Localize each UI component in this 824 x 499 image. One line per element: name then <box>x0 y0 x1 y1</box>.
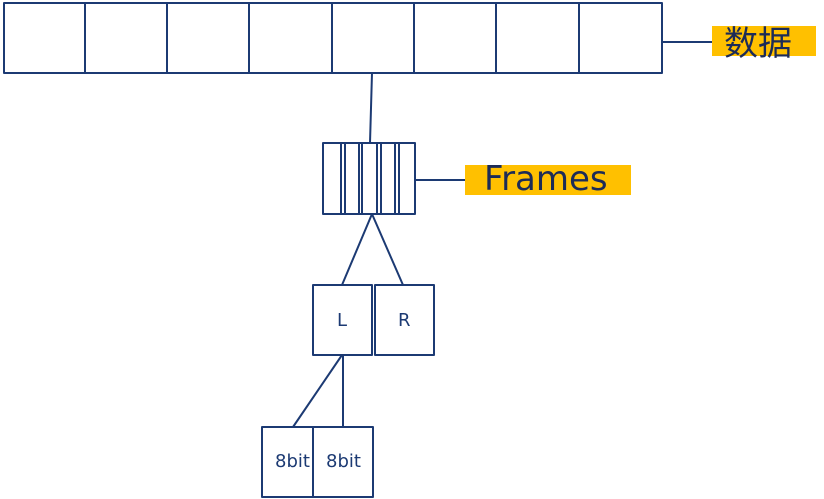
frames-label-text: Frames <box>484 159 608 199</box>
frames-block <box>322 142 416 215</box>
data-to-frames-connector <box>369 72 373 144</box>
data-label-highlight <box>712 26 816 56</box>
data-bar-outline <box>3 2 663 74</box>
right-channel-box <box>374 284 435 356</box>
bit-box-right <box>312 426 374 498</box>
bit-label-left: 8bit <box>275 451 310 472</box>
bit-block: 8bit 8bit <box>261 426 374 498</box>
channel-block: L R <box>312 284 435 356</box>
frame-to-right-connector <box>371 213 404 286</box>
left-to-bit-connector <box>292 354 343 428</box>
frame-to-left-connector <box>341 213 373 286</box>
data-label: 数据 <box>712 24 816 64</box>
frames-label-highlight <box>465 165 631 195</box>
frames-label: Frames <box>465 159 631 199</box>
data-bar <box>3 2 663 74</box>
frames-outline <box>322 142 416 215</box>
right-channel-label: R <box>398 310 411 331</box>
left-channel-box <box>312 284 373 356</box>
data-label-text: 数据 <box>724 24 792 64</box>
bit-label-right: 8bit <box>326 451 361 472</box>
left-channel-label: L <box>337 310 347 331</box>
